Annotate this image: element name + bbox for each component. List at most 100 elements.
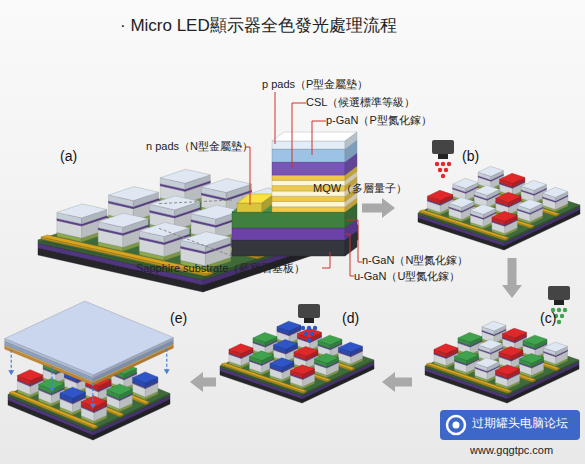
print-nozzle <box>298 304 320 342</box>
bond-guide-head <box>164 369 170 374</box>
droplet <box>447 162 451 166</box>
pixel-top <box>139 222 189 236</box>
pixel-top <box>543 342 567 352</box>
p-pad <box>272 132 357 141</box>
pixel-top <box>273 339 297 349</box>
sapphire-base <box>507 365 579 403</box>
led-array <box>38 169 358 292</box>
n-pad-strip <box>470 186 559 215</box>
droplet <box>435 162 439 166</box>
pixel-top <box>109 187 159 201</box>
csl-layer <box>272 162 345 175</box>
pixel-top <box>314 353 338 363</box>
droplet <box>313 326 317 330</box>
leader-line <box>345 234 354 276</box>
droplet <box>557 308 561 312</box>
ugan-base <box>507 362 579 399</box>
mqw-layer <box>272 207 345 212</box>
watermark: www.gqgtpc.com <box>470 444 553 457</box>
pixel-top <box>495 365 519 375</box>
part-label: MQW（多層量子） <box>313 182 407 195</box>
pixel-top <box>290 365 314 375</box>
step-label: (d) <box>342 310 359 326</box>
watermark-logo <box>447 416 465 434</box>
pixel-top <box>517 199 542 209</box>
nozzle-tip <box>304 318 314 323</box>
pixel-top <box>160 169 210 183</box>
bond-guide-head <box>90 404 96 409</box>
watermark-logo <box>453 422 460 429</box>
sapphire-base <box>418 182 580 246</box>
flow-arrow <box>203 378 216 387</box>
flow-arrow <box>395 378 412 387</box>
p-pad <box>272 141 345 149</box>
part-label: p pads（P型金屬墊） <box>262 78 368 91</box>
pixel-top <box>318 335 342 345</box>
pixel-top <box>492 211 517 221</box>
pixel-top <box>458 332 482 342</box>
pixel-top <box>249 351 273 361</box>
watermark: 过期罐头电脑论坛 <box>472 417 568 431</box>
droplet <box>441 162 445 166</box>
pixel-top <box>449 197 474 207</box>
droplet <box>560 314 564 318</box>
part-label: u-GaN（U型氮化鎵） <box>354 270 460 283</box>
mqw-layer <box>272 201 345 206</box>
mqw-layer <box>272 196 345 201</box>
leader-line <box>275 92 276 144</box>
pixel-top <box>60 387 85 398</box>
nozzle-body <box>298 304 320 318</box>
led-array <box>418 166 580 250</box>
leader-line <box>345 220 362 262</box>
droplet <box>441 174 445 178</box>
bond-guide-head <box>8 370 14 375</box>
sapphire-layer <box>232 240 345 256</box>
pixel-top <box>470 204 495 214</box>
ugan-base <box>504 207 580 246</box>
step-label: (c) <box>540 310 556 326</box>
pixel-top <box>57 204 107 218</box>
pixel-top <box>17 370 42 381</box>
ngan-layer <box>232 212 345 228</box>
droplet <box>557 320 561 324</box>
n-pad-strip <box>474 340 559 369</box>
pixel-top <box>519 353 543 363</box>
led-array <box>220 321 374 403</box>
ngan-base <box>425 332 579 394</box>
pixel-top <box>453 178 478 188</box>
droplet <box>444 168 448 172</box>
pixel-top <box>98 213 148 227</box>
ugan-base <box>302 362 374 399</box>
print-nozzle <box>432 140 454 178</box>
step-panel: (e) <box>5 298 190 458</box>
pixel-top <box>229 344 253 354</box>
part-label: CSL（候選標準等級） <box>306 96 415 109</box>
pixel-top <box>496 192 521 202</box>
bond-guide-head <box>49 387 55 392</box>
pixel-top <box>499 346 523 356</box>
pixel-top <box>294 346 318 356</box>
pixel-top <box>500 173 525 183</box>
leader-line <box>322 252 330 268</box>
pixel-top <box>454 351 478 361</box>
diagram-title: · Micro LED顯示器全色發光處理流程 <box>120 16 397 36</box>
pixel-top <box>475 358 499 368</box>
ngan-base <box>418 177 580 241</box>
pixel-top <box>523 335 547 345</box>
n-pad-strip <box>10 391 98 427</box>
flow-arrow <box>508 258 517 285</box>
pixel-top <box>133 372 158 383</box>
droplet <box>304 332 308 336</box>
led-array <box>5 301 173 440</box>
pixel-top <box>478 339 502 349</box>
step-panel: (b) <box>395 140 582 258</box>
ugan-layer <box>232 228 345 240</box>
part-label: p-GaN（P型氮化鎵） <box>326 114 432 127</box>
droplet <box>563 308 567 312</box>
pixel-top <box>434 344 458 354</box>
step-label: (a) <box>60 148 77 164</box>
step-label: (b) <box>462 148 479 164</box>
leader-line <box>312 121 326 155</box>
